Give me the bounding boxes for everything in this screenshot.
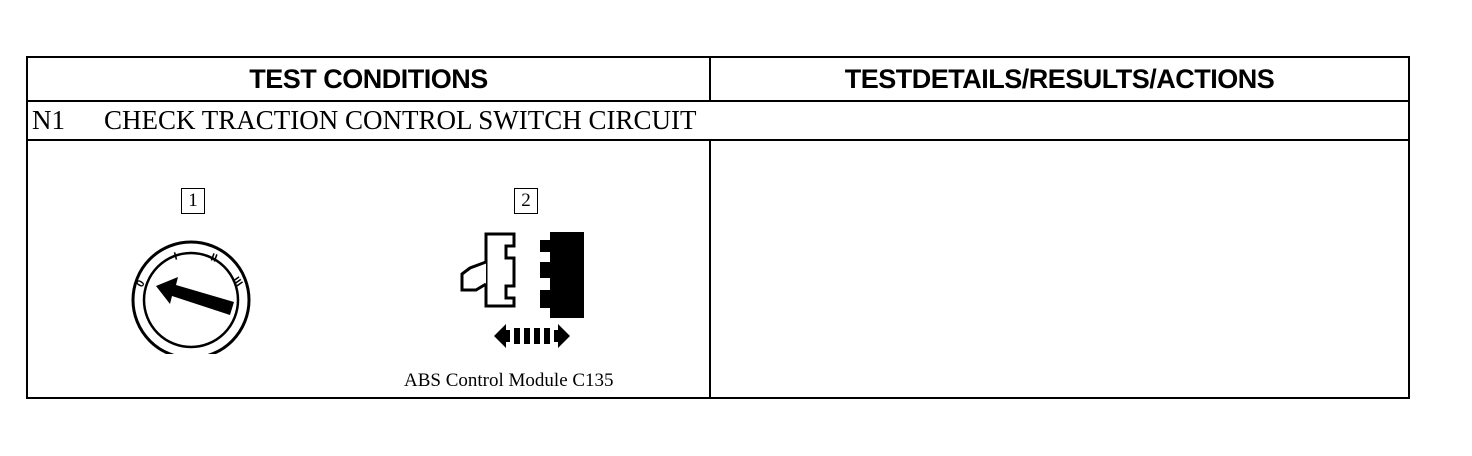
connector-disconnect-icon (460, 232, 584, 348)
position-i-label: I (173, 251, 179, 263)
position-0-label: 0 (134, 278, 147, 289)
header-test-conditions: TEST CONDITIONS (249, 63, 488, 94)
step-number: N1 (32, 105, 65, 135)
figure-1-number: 1 (181, 188, 205, 214)
ignition-switch-icon: 0 I II III (131, 240, 251, 354)
row-divider-step (28, 139, 1408, 141)
column-divider-body (709, 141, 711, 397)
figure-2-caption: ABS Control Module C135 (404, 370, 614, 391)
row-divider-header (28, 100, 1408, 102)
step-title: CHECK TRACTION CONTROL SWITCH CIRCUIT (104, 105, 697, 135)
column-divider-top (709, 58, 711, 100)
test-step-table: TEST CONDITIONS TESTDETAILS/RESULTS/ACTI… (26, 56, 1410, 399)
position-ii-label: II (209, 252, 219, 265)
figure-2-number: 2 (514, 188, 538, 214)
step-title-row: N1 CHECK TRACTION CONTROL SWITCH CIRCUIT (32, 102, 697, 139)
header-test-details: TESTDETAILS/RESULTS/ACTIONS (844, 63, 1275, 94)
